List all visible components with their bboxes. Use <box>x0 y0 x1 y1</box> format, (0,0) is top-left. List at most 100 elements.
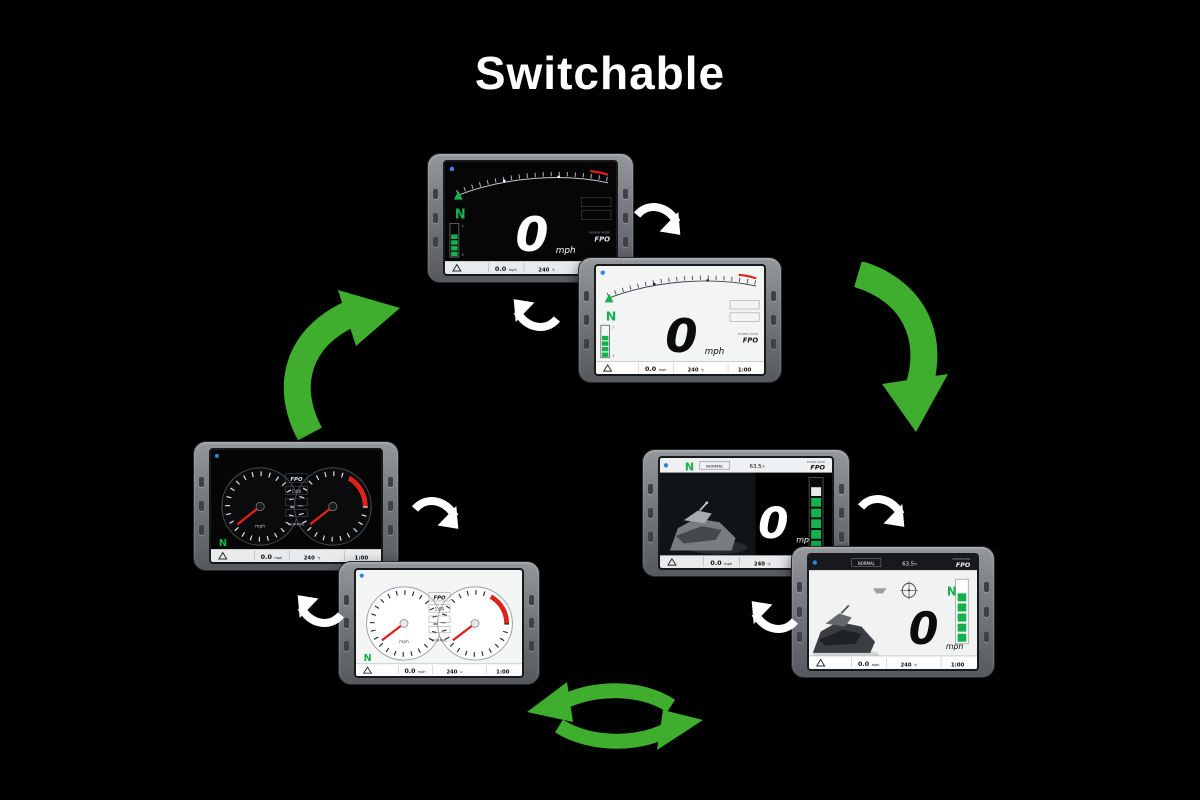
cluster-analog-white: mph FPO 1:00 <box>338 561 540 685</box>
status-bar: 0.0 mph 240 °F 1:00 <box>211 549 381 562</box>
boat-icon <box>873 588 887 594</box>
speed-unit: mph <box>556 246 576 256</box>
bezel-button <box>797 582 802 593</box>
top-strip: N NORMAL 63.5 °F POWER MODE FPO <box>660 458 832 473</box>
bezel-button <box>984 606 989 617</box>
fuel-gauge: F E <box>449 223 464 258</box>
bluetooth-icon <box>359 573 364 578</box>
status-temp: 240 <box>754 562 765 568</box>
bluetooth-icon <box>449 166 455 172</box>
brand-logo: FPO <box>594 235 610 243</box>
air-temp: 63.5 <box>749 464 761 470</box>
status-temp: 240 <box>901 663 912 669</box>
status-temp-unit: °F <box>552 269 556 273</box>
speedometer-gauge: mph <box>221 467 299 546</box>
warning-triangle-icon <box>815 658 826 667</box>
bezel-button <box>623 188 628 199</box>
top-strip: NORMAL 63.5 °F POWER MODE FPO <box>809 555 977 571</box>
speed-unit: mph <box>796 536 814 545</box>
bezel-buttons-left <box>429 174 442 261</box>
brand-logo: FPO <box>956 561 971 569</box>
speed-value: 0 <box>909 604 939 655</box>
brand-logo: FPO <box>290 477 303 483</box>
warning-triangle-icon <box>602 364 613 372</box>
fuel-gauge <box>955 578 969 645</box>
bezel-button <box>584 291 589 302</box>
status-bar: 0.0 mph 240 °F 1:00 <box>596 361 764 374</box>
bezel-button <box>771 314 776 325</box>
bezel-button <box>199 501 204 511</box>
bezel-button <box>984 582 989 593</box>
brand-logo: FPO <box>434 595 447 601</box>
bezel-buttons-right <box>619 174 632 261</box>
status-speed: 0.0 <box>710 559 722 567</box>
bezel-button <box>344 617 349 628</box>
bezel-button <box>771 338 776 349</box>
mode-label: NORMAL <box>432 638 448 642</box>
bezel-button <box>984 631 989 642</box>
speedometer-unit-label: mph <box>255 523 265 529</box>
bezel-buttons-left <box>340 582 353 665</box>
status-speed: 0.0 <box>261 553 273 561</box>
jet-ski-photo <box>660 472 756 556</box>
speed-value: 0 <box>665 309 697 363</box>
status-speed-unit: mph <box>659 368 667 372</box>
fuel-empty-label: E <box>462 253 464 257</box>
status-speed: 0.0 <box>645 366 657 373</box>
power-mode-label: POWER MODE <box>738 332 759 336</box>
brand-logo: FPO <box>743 337 759 345</box>
air-temp-unit: °F <box>761 465 765 469</box>
status-speed: 0.0 <box>495 265 507 273</box>
screen-photo-dark: N NORMAL 63.5 °F POWER MODE FPO 0 mph <box>658 456 834 570</box>
bezel-button <box>839 531 844 542</box>
mode-label: NORMAL <box>288 522 305 526</box>
center-info: FPO 1:00 NORMAL <box>285 473 308 526</box>
status-temp-unit: °F <box>317 557 321 561</box>
bezel-button <box>771 291 776 302</box>
fuel-full-label: F <box>462 224 464 228</box>
power-mode-label: POWER MODE <box>807 460 826 464</box>
status-temp-unit: °F <box>767 563 771 567</box>
green-cycle-arrow-right <box>853 262 948 432</box>
warning-triangle-icon <box>362 666 373 674</box>
status-clock: 1:00 <box>951 662 965 668</box>
info-boxes <box>581 197 612 220</box>
bezel-buttons-right <box>384 462 397 549</box>
bezel-button <box>344 641 349 652</box>
gear-indicator: N <box>685 461 694 474</box>
white-cycle-arrow <box>411 497 459 529</box>
mode-label: NORMAL <box>706 464 724 469</box>
gear-indicator: N <box>364 653 372 664</box>
bezel-buttons-left <box>195 462 208 549</box>
speedometer-needle <box>236 505 261 526</box>
status-clock: 1:00 <box>355 555 369 561</box>
target-crosshair-icon <box>900 581 918 600</box>
speedometer-gauge: mph <box>366 586 442 661</box>
bezel-button <box>529 641 534 652</box>
center-clock: 1:00 <box>292 489 302 495</box>
page-title: Switchable <box>474 47 726 99</box>
redline-zone <box>489 594 510 624</box>
tachometer-needle <box>309 505 334 526</box>
bezel-button <box>433 188 438 199</box>
white-cycle-arrow <box>857 495 905 527</box>
bluetooth-icon <box>812 560 817 565</box>
warning-triangle-icon <box>217 551 228 560</box>
bezel-button <box>623 213 628 223</box>
screen-digital-white: N F E 0 mph POWER MODE FPO <box>594 264 766 376</box>
speed-unit: mph <box>946 642 963 651</box>
status-speed-unit: mph <box>274 556 282 560</box>
white-cycle-arrow <box>633 203 681 235</box>
bezel-button <box>623 237 628 248</box>
speed-value: 0 <box>758 499 788 548</box>
green-cycle-arrow-bottom <box>527 682 703 750</box>
gear-indicator: N <box>947 584 957 598</box>
bluetooth-icon <box>214 453 219 459</box>
air-temp-unit: °F <box>914 563 918 567</box>
status-speed-unit: mph <box>872 663 880 667</box>
info-boxes <box>729 300 760 322</box>
status-temp-unit: °F <box>701 369 705 373</box>
status-speed-unit: mph <box>509 268 517 272</box>
cluster-analog-dark: mph FPO 1:00 <box>193 441 399 571</box>
